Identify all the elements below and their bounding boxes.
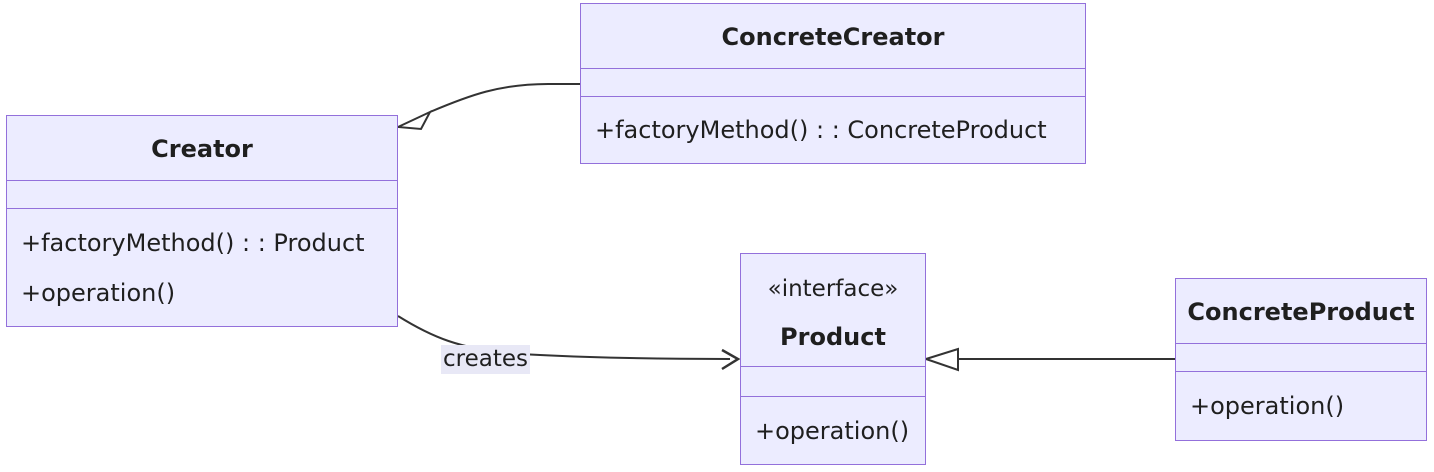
methods-section: +factoryMethod() : : Product +operation(…	[7, 208, 397, 326]
attributes-section	[1176, 343, 1426, 371]
class-name: ConcreteProduct	[1187, 298, 1415, 326]
inheritance-arrowhead-creator	[394, 109, 433, 131]
method-item: +operation()	[1190, 392, 1345, 420]
method-item: +operation()	[755, 417, 910, 445]
class-header: Creator	[7, 116, 397, 180]
association-arrowhead-product	[721, 348, 741, 371]
class-name: Product	[780, 323, 886, 351]
method-item: +operation()	[21, 279, 176, 307]
class-header: ConcreteProduct	[1176, 279, 1426, 343]
class-concrete-product: ConcreteProduct +operation()	[1175, 278, 1427, 441]
attributes-section	[7, 180, 397, 208]
attributes-section	[581, 68, 1085, 96]
association-edge-creator-product	[397, 315, 731, 360]
class-product: «interface» Product +operation()	[740, 253, 926, 465]
methods-section: +factoryMethod() : : ConcreteProduct	[581, 96, 1085, 163]
methods-section: +operation()	[741, 396, 925, 464]
class-header: ConcreteCreator	[581, 4, 1085, 68]
class-concrete-creator: ConcreteCreator +factoryMethod() : : Con…	[580, 3, 1086, 164]
class-creator: Creator +factoryMethod() : : Product +op…	[6, 115, 398, 327]
inheritance-edge-concretecreator-creator	[429, 83, 580, 113]
attributes-section	[741, 366, 925, 396]
creates-label: creates	[441, 345, 530, 374]
class-name: Creator	[151, 135, 253, 163]
inheritance-arrowhead-product	[922, 347, 959, 372]
class-header: «interface» Product	[741, 254, 925, 366]
method-item: +factoryMethod() : : ConcreteProduct	[595, 116, 1047, 144]
class-name: ConcreteCreator	[721, 23, 945, 51]
method-item: +factoryMethod() : : Product	[21, 229, 365, 257]
methods-section: +operation()	[1176, 371, 1426, 440]
stereotype-label: «interface»	[767, 276, 899, 302]
